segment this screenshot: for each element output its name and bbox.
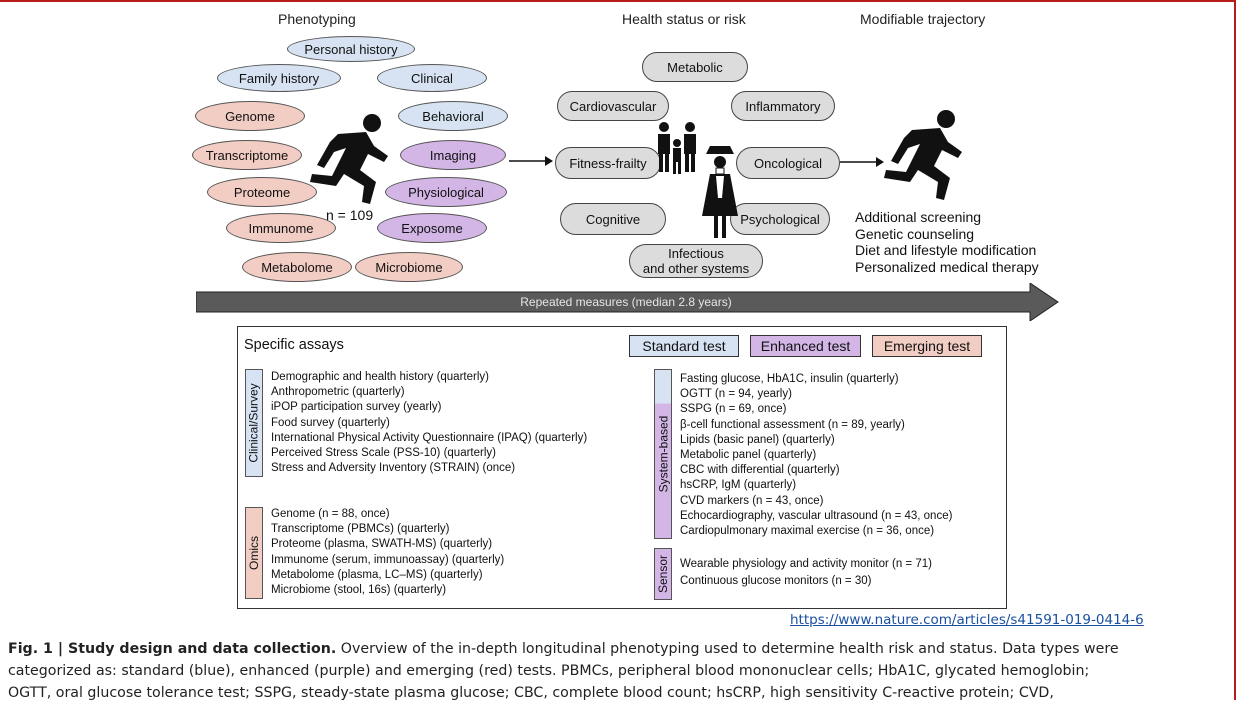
pill-cognitive: Cognitive [560, 203, 666, 235]
list-item: Genome (n = 88, once) [271, 508, 390, 520]
omics-list: Genome (n = 88, once) Transcriptome (PBM… [271, 507, 504, 598]
n-label: n = 109 [326, 207, 374, 223]
pill-cardiovascular: Cardiovascular [557, 91, 669, 121]
ellipse-metabolome: Metabolome [242, 252, 352, 282]
header-health-status: Health status or risk [622, 11, 746, 27]
outcome-item: Personalized medical therapy [855, 258, 1039, 275]
list-item: β-cell functional assessment (n = 89, ye… [680, 418, 905, 431]
caption-line1: Overview of the in-depth longitudinal ph… [336, 641, 1119, 657]
pill-infectious: Infectious and other systems [629, 244, 763, 278]
pill-infectious-line2: and other systems [642, 261, 750, 276]
ellipse-physiological: Physiological [385, 177, 507, 207]
header-modifiable: Modifiable trajectory [860, 11, 986, 27]
outcome-item: Additional screening [855, 209, 982, 225]
list-item: Continuous glucose monitors (n = 30) [680, 575, 872, 587]
label-omics: Omics [245, 507, 263, 599]
list-item: Perceived Stress Scale (PSS-10) (quarter… [271, 447, 496, 460]
ellipse-family-history: Family history [217, 64, 341, 92]
arrow-to-trajectory [840, 157, 884, 167]
list-item: Transcriptome (PBMCs) (quarterly) [271, 523, 450, 536]
outcomes-list: Additional screening Genetic counseling … [855, 209, 1039, 275]
ellipse-personal-history: Personal history [287, 36, 415, 62]
caption-line2: categorized as: standard (blue), enhance… [8, 663, 1090, 679]
label-clinical-survey: Clinical/Survey [245, 369, 263, 477]
source-link[interactable]: https://www.nature.com/articles/s41591-0… [790, 612, 1144, 628]
legend-emerging: Emerging test [872, 335, 982, 357]
legend-standard: Standard test [629, 335, 739, 357]
list-item: Microbiome (stool, 16s) (quarterly) [271, 584, 447, 597]
list-item: iPOP participation survey (yearly) [271, 401, 442, 414]
arrow-to-health [509, 156, 553, 166]
caption-line3: OGTT, oral glucose tolerance test; SSPG,… [8, 685, 1054, 701]
pill-infectious-line1: Infectious [668, 246, 724, 261]
ellipse-imaging: Imaging [400, 140, 506, 170]
pill-oncological: Oncological [736, 147, 840, 179]
ellipse-genome: Genome [195, 101, 305, 131]
list-item: Lipids (basic panel) (quarterly) [680, 433, 835, 446]
list-item: Demographic and health history (quarterl… [271, 371, 489, 383]
list-item: Cardiopulmonary maximal exercise (n = 36… [680, 525, 935, 538]
timeline-arrow: Repeated measures (median 2.8 years) [196, 283, 1060, 321]
list-item: hsCRP, IgM (quarterly) [680, 479, 797, 492]
clinical-list: Demographic and health history (quarterl… [271, 370, 587, 476]
ellipse-behavioral: Behavioral [398, 101, 508, 131]
list-item: SSPG (n = 69, once) [680, 403, 787, 416]
list-item: Fasting glucose, HbA1C, insulin (quarter… [680, 373, 899, 385]
list-item: Metabolome (plasma, LC–MS) (quarterly) [271, 568, 483, 581]
label-system-based: System-based [654, 369, 672, 539]
pill-psychological: Psychological [730, 203, 830, 235]
assays-box [237, 326, 1007, 609]
ellipse-exposome: Exposome [377, 213, 487, 243]
sensor-list: Wearable physiology and activity monitor… [680, 556, 932, 590]
list-item: Anthropometric (quarterly) [271, 386, 405, 399]
list-item: CBC with differential (quarterly) [680, 464, 840, 477]
ellipse-clinical: Clinical [377, 64, 487, 92]
list-item: Metabolic panel (quarterly) [680, 449, 817, 462]
pill-inflammatory: Inflammatory [731, 91, 835, 121]
system-list: Fasting glucose, HbA1C, insulin (quarter… [680, 372, 952, 539]
runner-icon-trajectory [884, 110, 962, 200]
list-item: Food survey (quarterly) [271, 416, 390, 429]
assays-title: Specific assays [244, 337, 344, 353]
list-item: Immunome (serum, immunoassay) (quarterly… [271, 553, 505, 566]
list-item: OGTT (n = 94, yearly) [680, 388, 792, 401]
runner-icon [310, 114, 388, 204]
pill-fitness-frailty: Fitness-frailty [555, 147, 661, 179]
label-sensor: Sensor [654, 548, 672, 600]
pill-metabolic: Metabolic [642, 52, 748, 82]
ellipse-immunome: Immunome [226, 213, 336, 243]
list-item: International Physical Activity Question… [271, 431, 588, 444]
ellipse-proteome: Proteome [207, 177, 317, 207]
list-item: Wearable physiology and activity monitor… [680, 558, 932, 570]
outcome-item: Genetic counseling [855, 225, 975, 242]
list-item: Proteome (plasma, SWATH-MS) (quarterly) [271, 538, 493, 551]
ellipse-transcriptome: Transcriptome [192, 140, 302, 170]
list-item: CVD markers (n = 43, once) [680, 494, 824, 507]
timeline-label: Repeated measures (median 2.8 years) [520, 295, 732, 309]
figure-caption: Fig. 1 | Study design and data collectio… [8, 638, 1233, 704]
legend-enhanced: Enhanced test [750, 335, 861, 357]
header-phenotyping: Phenotyping [278, 11, 356, 27]
ellipse-microbiome: Microbiome [355, 252, 463, 282]
list-item: Stress and Adversity Inventory (STRAIN) … [271, 462, 516, 475]
family-icon [658, 122, 738, 238]
caption-bold: Fig. 1 | Study design and data collectio… [8, 641, 337, 657]
list-item: Echocardiography, vascular ultrasound (n… [680, 509, 953, 522]
outcome-item: Diet and lifestyle modification [855, 242, 1037, 258]
